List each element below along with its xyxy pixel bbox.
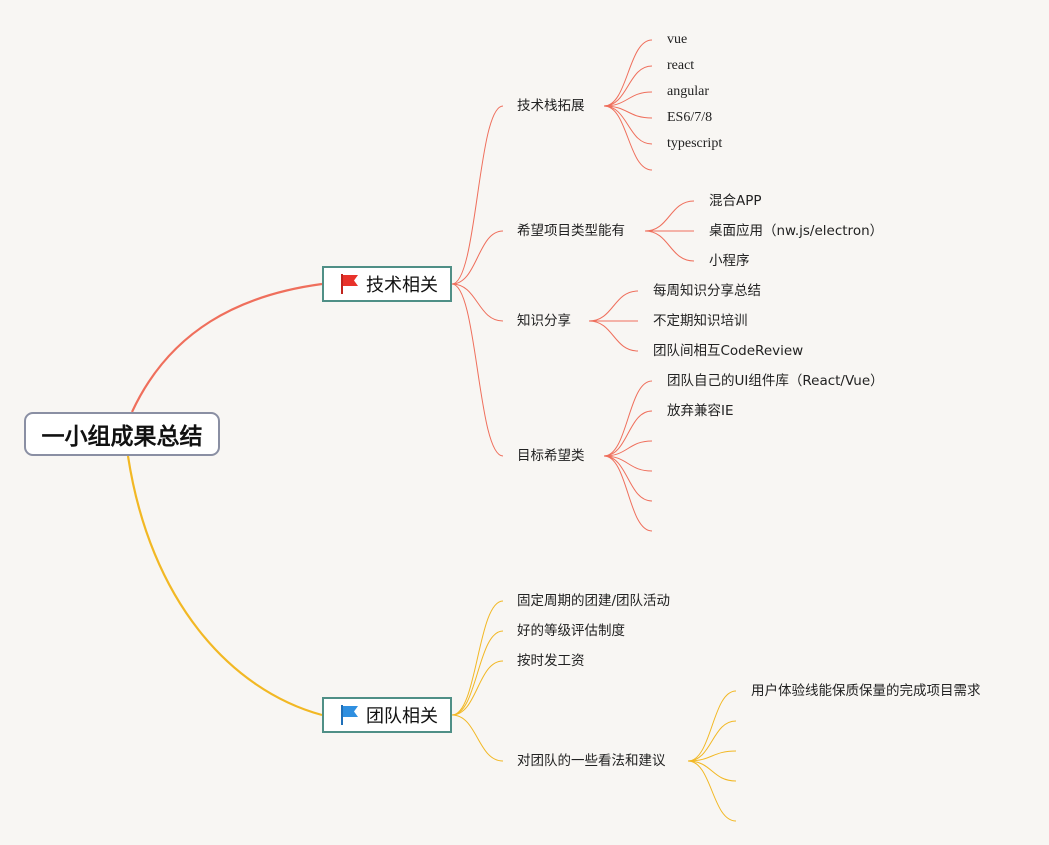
topic-team-suggestions[interactable]: 对团队的一些看法和建议: [517, 753, 666, 769]
connector-team-evaluation: [451, 630, 504, 716]
leaf-mini-program[interactable]: 小程序: [709, 253, 750, 269]
connector-tech-project-types: [451, 230, 504, 285]
leaf-irregular-training[interactable]: 不定期知识培训: [653, 313, 748, 329]
connector-tech-tech-stack: [451, 105, 504, 285]
connector-ks-leaf-0: [588, 290, 639, 322]
connector-ptype-leaf-2: [644, 230, 695, 262]
connector-tech-knowledge-share: [451, 283, 504, 322]
topic-tech-stack[interactable]: 技术栈拓展: [517, 98, 585, 114]
connector-sugg-leaf-4: [687, 760, 737, 822]
branch-node-team[interactable]: 团队相关: [322, 697, 452, 733]
leaf-react[interactable]: react: [667, 58, 695, 73]
blue-flag-icon: [341, 705, 358, 725]
red-flag-icon: [341, 274, 358, 294]
topic-project-types[interactable]: 希望项目类型能有: [517, 223, 625, 239]
leaf-desktop-app[interactable]: 桌面应用（nw.js/electron）: [709, 223, 884, 239]
connector-stack-leaf-4: [603, 105, 653, 145]
leaf-vue[interactable]: vue: [667, 32, 688, 47]
connector-root-tech: [131, 282, 323, 413]
root-label: 一小组成果总结: [41, 424, 203, 450]
connector-goal-leaf-2: [603, 440, 653, 457]
connector-stack-leaf-1: [603, 65, 653, 107]
connector-sugg-leaf-2: [687, 750, 737, 762]
connector-sugg-leaf-3: [687, 760, 737, 782]
branch-label-tech: 技术相关: [366, 275, 438, 296]
connector-stack-leaf-2: [603, 91, 653, 107]
connector-stack-leaf-5: [603, 105, 653, 171]
connector-team-suggestions: [451, 714, 504, 762]
topic-salary-on-time[interactable]: 按时发工资: [517, 653, 585, 669]
connector-stack-leaf-0: [603, 39, 653, 107]
connector-root-team: [126, 455, 323, 717]
leaf-hybrid-app[interactable]: 混合APP: [709, 193, 762, 209]
topic-knowledge-share[interactable]: 知识分享: [517, 313, 571, 329]
connector-goal-leaf-1: [603, 410, 653, 457]
leaf-es678[interactable]: ES6/7/8: [667, 110, 713, 125]
connector-sugg-leaf-0: [687, 690, 737, 762]
leaf-typescript[interactable]: typescript: [667, 136, 723, 151]
connector-ks-leaf-2: [588, 320, 639, 352]
connector-goal-leaf-5: [603, 455, 653, 532]
leaf-ui-library[interactable]: 团队自己的UI组件库（React/Vue）: [667, 373, 884, 389]
connector-team-building: [451, 600, 504, 716]
leaf-drop-ie[interactable]: 放弃兼容IE: [667, 403, 734, 419]
leaf-ux-quality[interactable]: 用户体验线能保质保量的完成项目需求: [751, 683, 981, 699]
topic-evaluation-system[interactable]: 好的等级评估制度: [517, 623, 625, 639]
leaf-angular[interactable]: angular: [667, 84, 709, 99]
connector-sugg-leaf-1: [687, 720, 737, 762]
leaf-code-review[interactable]: 团队间相互CodeReview: [653, 343, 804, 359]
branch-label-team: 团队相关: [366, 706, 438, 727]
topic-goals[interactable]: 目标希望类: [517, 448, 585, 464]
connector-goal-leaf-0: [603, 380, 653, 457]
root-node[interactable]: 一小组成果总结: [24, 412, 220, 456]
leaf-weekly-share[interactable]: 每周知识分享总结: [653, 283, 761, 299]
topic-team-building[interactable]: 固定周期的团建/团队活动: [517, 593, 671, 609]
connector-tech-goals: [451, 283, 504, 457]
connector-ptype-leaf-0: [644, 200, 695, 232]
connector-team-salary: [451, 660, 504, 716]
branch-node-tech[interactable]: 技术相关: [322, 266, 452, 302]
connector-goal-leaf-4: [603, 455, 653, 502]
